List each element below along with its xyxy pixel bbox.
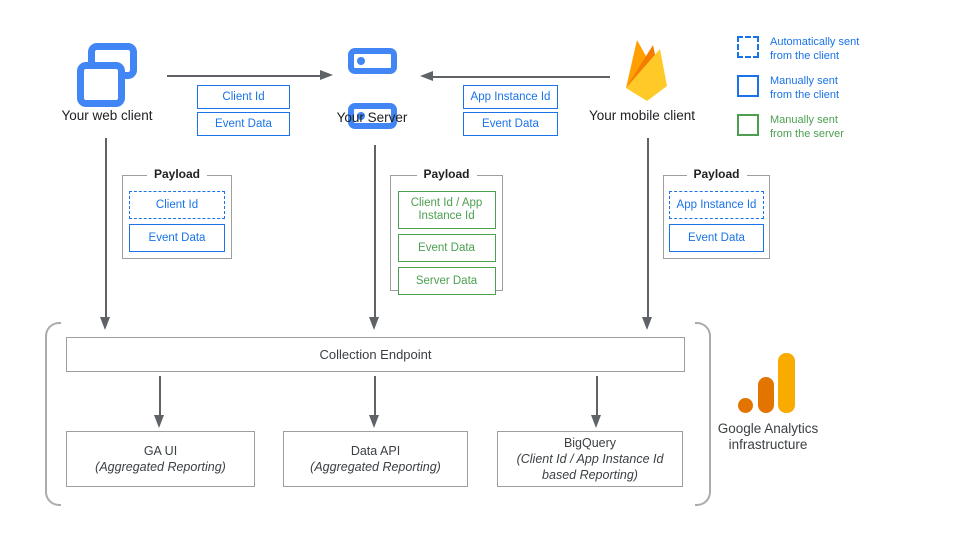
- arrow-to-data-api-head: [369, 415, 379, 428]
- collection-endpoint-box: Collection Endpoint: [66, 337, 685, 372]
- arrow-to-ga-ui-head: [154, 415, 164, 428]
- bigquery-box: BigQuery (Client Id / App Instance Id ba…: [497, 431, 683, 487]
- legend-swatch-solid-blue: [737, 75, 759, 97]
- window-front-shape: [77, 62, 125, 107]
- ga-logo-tall-bar: [778, 353, 795, 413]
- payload-item-server-data: Server Data: [397, 267, 496, 295]
- legend-swatch-solid-green: [737, 114, 759, 136]
- server-led-dot: [357, 57, 365, 65]
- ga-logo-mid-bar: [758, 377, 774, 413]
- firebase-flame-icon: [626, 40, 667, 101]
- legend-swatch-dashed-blue: [737, 36, 759, 58]
- arrow-mobile-down-head: [642, 317, 652, 330]
- payload-box-mobile: Payload App Instance Id Event Data: [663, 167, 770, 259]
- arrow-server-down-head: [369, 317, 379, 330]
- payload-item-client-or-app-id: Client Id / App Instance Id: [397, 191, 496, 229]
- arrow-web-to-server-head: [320, 70, 333, 80]
- web-client-label: Your web client: [61, 108, 153, 123]
- arrow-web-down-head: [100, 317, 110, 330]
- arrow-mobile-down-line: [647, 138, 649, 318]
- arrow-to-data-api-line: [374, 376, 376, 416]
- legend-label-manual-server: Manually sent from the server: [770, 114, 844, 140]
- arrow-mobile-to-server-line: [431, 76, 610, 78]
- server-unit-bottom: [348, 103, 397, 129]
- ga-ui-detail: (Aggregated Reporting): [95, 460, 226, 474]
- arrow-mobile-to-server-head: [420, 71, 433, 81]
- ga-ui-name: GA UI: [143, 444, 178, 458]
- mobile-client-label: Your mobile client: [588, 108, 696, 123]
- payload-title: Payload: [146, 167, 208, 181]
- data-api-box: Data API (Aggregated Reporting): [283, 431, 468, 487]
- data-api-detail: (Aggregated Reporting): [310, 460, 441, 474]
- payload-box-web: Payload Client Id Event Data: [122, 167, 232, 259]
- arrow-web-to-server-line: [167, 75, 321, 77]
- arrow-server-down-line: [374, 145, 376, 318]
- server-icon: [0, 0, 960, 129]
- bigquery-detail: (Client Id / App Instance Id based Repor…: [516, 452, 664, 482]
- payload-item-event-data: Event Data: [129, 224, 225, 252]
- server-led-dot: [357, 112, 365, 120]
- bracket-left: [45, 322, 61, 506]
- payload-item-client-id: Client Id: [129, 191, 225, 219]
- arrow-to-ga-ui-line: [159, 376, 161, 416]
- tag-event-data: Event Data: [463, 112, 558, 136]
- server-unit-top: [348, 48, 397, 74]
- tag-event-data: Event Data: [197, 112, 290, 136]
- tag-app-instance-id: App Instance Id: [463, 85, 558, 109]
- arrow-web-down-line: [105, 138, 107, 318]
- server-label: Your Server: [336, 110, 408, 125]
- tag-client-id: Client Id: [197, 85, 290, 109]
- arrow-to-bigquery-line: [596, 376, 598, 416]
- payload-item-event-data: Event Data: [397, 234, 496, 262]
- ga-logo-dot: [738, 398, 753, 413]
- payload-title: Payload: [416, 167, 477, 181]
- bigquery-name: BigQuery: [563, 436, 617, 450]
- data-api-name: Data API: [350, 444, 401, 458]
- payload-item-event-data: Event Data: [669, 224, 764, 252]
- payload-box-server: Payload Client Id / App Instance Id Even…: [390, 167, 503, 295]
- payload-item-app-instance-id: App Instance Id: [669, 191, 764, 219]
- legend-label-manual-client: Manually sent from the client: [770, 75, 840, 101]
- ga-ui-box: GA UI (Aggregated Reporting): [66, 431, 255, 487]
- bracket-right: [695, 322, 711, 506]
- payload-title: Payload: [686, 167, 747, 181]
- arrow-to-bigquery-head: [591, 415, 601, 428]
- legend-label-auto-client: Automatically sent from the client: [770, 36, 860, 62]
- ga-infrastructure-caption: Google Analytics infrastructure: [717, 421, 819, 452]
